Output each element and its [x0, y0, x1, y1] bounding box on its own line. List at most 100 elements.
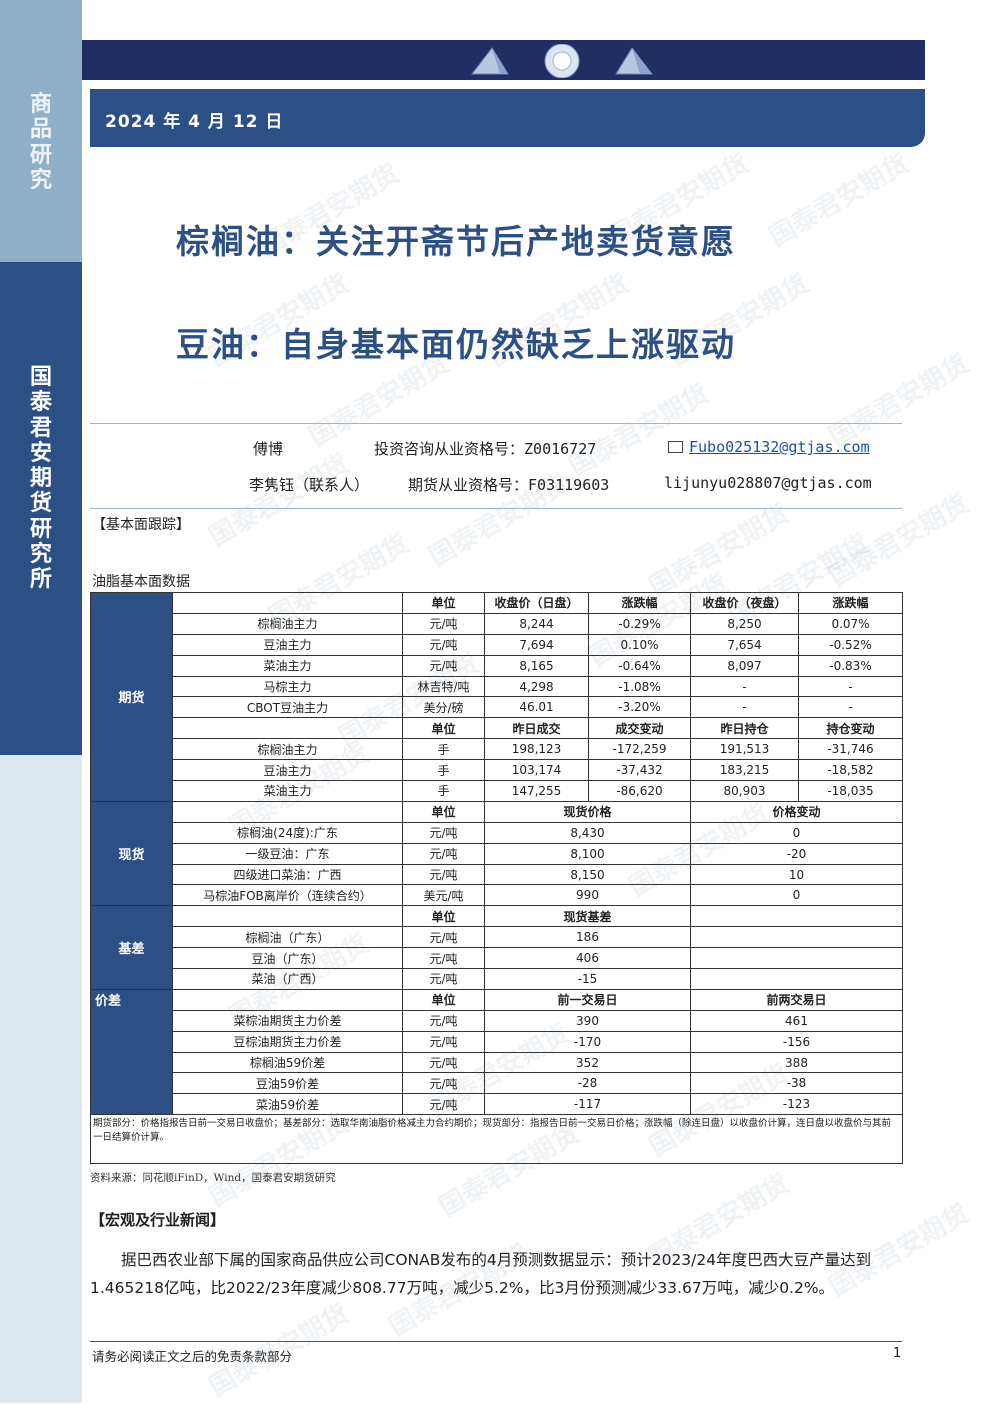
author-email-wrap: lijunyu028807@gtjas.com: [664, 474, 872, 492]
header-blank: [172, 717, 403, 740]
table-cell: 四级进口菜油：广西: [172, 863, 403, 886]
table-cell: 元/吨: [402, 1093, 485, 1116]
table-cell: 0.07%: [798, 612, 903, 635]
column-header: 持仓变动: [798, 717, 903, 740]
footer-divider: [90, 1341, 902, 1342]
table-cell: 147,255: [484, 780, 589, 802]
sidebar-top-band: [0, 0, 82, 262]
spread-row: 豆棕油期货主力价差元/吨-170-156: [91, 1030, 903, 1053]
watermark-text: 国泰君安期货: [204, 448, 355, 553]
table-cell: 棕榈油主力: [172, 612, 403, 635]
header-blank: [172, 905, 403, 928]
table-cell: 元/吨: [402, 1009, 485, 1032]
report-date: 2024 年 4 月 12 日: [105, 112, 284, 132]
spot-header-row: 现货单位现货价格价格变动: [90, 800, 903, 907]
watermark-text: 国泰君安期货: [564, 378, 715, 483]
table-cell: -0.83%: [798, 654, 903, 677]
table-cell: 元/吨: [402, 821, 485, 844]
sidebar-category-label: 商品研究: [29, 91, 52, 193]
table-cell: 352: [484, 1051, 691, 1074]
section-fundamental-heading: 【基本面跟踪】: [92, 517, 190, 533]
date-banner: 2024 年 4 月 12 日: [90, 89, 925, 147]
table-cell: 388: [690, 1051, 903, 1074]
column-header: 昨日持仓: [690, 717, 799, 740]
table-cell: 990: [484, 884, 691, 907]
column-header: 收盘价（夜盘）: [690, 592, 799, 614]
table-cell: 7,694: [484, 633, 589, 656]
report-title-palm: 棕榈油：关注开斋节后产地卖货意愿: [176, 222, 736, 261]
table-cell: -0.64%: [588, 654, 691, 677]
table-cell: 美元/吨: [402, 884, 485, 907]
table-cell: 7,654: [690, 633, 799, 656]
table-cell: 8,250: [690, 612, 799, 635]
table-cell: -: [798, 696, 903, 719]
qual-label: 期货从业资格号：: [408, 476, 529, 494]
page-number: 1: [893, 1346, 902, 1361]
header-blank: [172, 988, 403, 1011]
sidebar-bottom-band: [0, 755, 82, 1403]
table-cell: -18,035: [798, 780, 903, 802]
table-cell: CBOT豆油主力: [172, 696, 403, 719]
table-cell: 元/吨: [402, 1072, 485, 1095]
table-cell: -86,620: [588, 780, 691, 802]
author-qual: 期货从业资格号：F03119603: [408, 474, 609, 495]
table-cell: -: [690, 675, 799, 698]
column-header: 昨日成交: [484, 717, 589, 740]
table-cell: 0: [690, 884, 903, 907]
column-header: 单位: [402, 800, 485, 823]
column-header: 成交变动: [588, 717, 691, 740]
diamond-logo-icon: [470, 44, 654, 78]
table-cell: -1.08%: [588, 675, 691, 698]
header-blank: [690, 905, 903, 928]
column-header: 现货价格: [484, 800, 691, 823]
table-cell: 手: [402, 759, 485, 782]
news-paragraph: 据巴西农业部下属的国家商品供应公司CONAB发布的4月预测数据显示：预计2023…: [90, 1251, 872, 1297]
table-cell: -18,582: [798, 759, 903, 782]
table-cell: -20: [690, 842, 903, 865]
table-cell: 林吉特/吨: [402, 675, 485, 698]
category-spread: 价差: [90, 988, 173, 1116]
table-cell: 0: [690, 821, 903, 844]
author-email: lijunyu028807@gtjas.com: [664, 474, 872, 492]
table-cell: -31,746: [798, 738, 903, 761]
category-spot: 现货: [90, 800, 173, 907]
table-cell: 103,174: [484, 759, 589, 782]
column-header: 前一交易日: [484, 988, 691, 1011]
basis-row: 菜油（广西）元/吨-15: [91, 968, 903, 990]
table-cell: -117: [484, 1093, 691, 1116]
table-cell: 豆油主力: [172, 759, 403, 782]
category-basis: 基差: [90, 905, 173, 990]
table-cell: 元/吨: [402, 1051, 485, 1074]
table-cell: 0.10%: [588, 633, 691, 656]
column-header: 单位: [402, 717, 485, 740]
table-cell: 元/吨: [402, 842, 485, 865]
table-cell: 46.01: [484, 696, 589, 719]
author-email-link[interactable]: Fubo025132@gtjas.com: [689, 438, 870, 456]
table-cell: -0.29%: [588, 612, 691, 635]
watermark-text: 国泰君安期货: [764, 148, 915, 253]
author-name: 傅博: [253, 440, 284, 458]
basis-header-row: 基差单位现货基差: [90, 905, 903, 990]
author-name: 李隽钰（联系人）: [249, 476, 370, 494]
table-cell: -28: [484, 1072, 691, 1095]
table-cell: 4,298: [484, 675, 589, 698]
table-cell: -3.20%: [588, 696, 691, 719]
table-cell: 元/吨: [402, 863, 485, 886]
table-cell: [690, 926, 903, 949]
volume-header-row: 单位昨日成交成交变动昨日持仓持仓变动: [91, 717, 903, 740]
table-cell: 元/吨: [402, 926, 485, 949]
table-cell: 元/吨: [402, 1030, 485, 1053]
table-cell: 棕榈油主力: [172, 738, 403, 761]
table-cell: 8,150: [484, 863, 691, 886]
table-cell: 元/吨: [402, 612, 485, 635]
column-header: 收盘价（日盘）: [484, 592, 589, 614]
